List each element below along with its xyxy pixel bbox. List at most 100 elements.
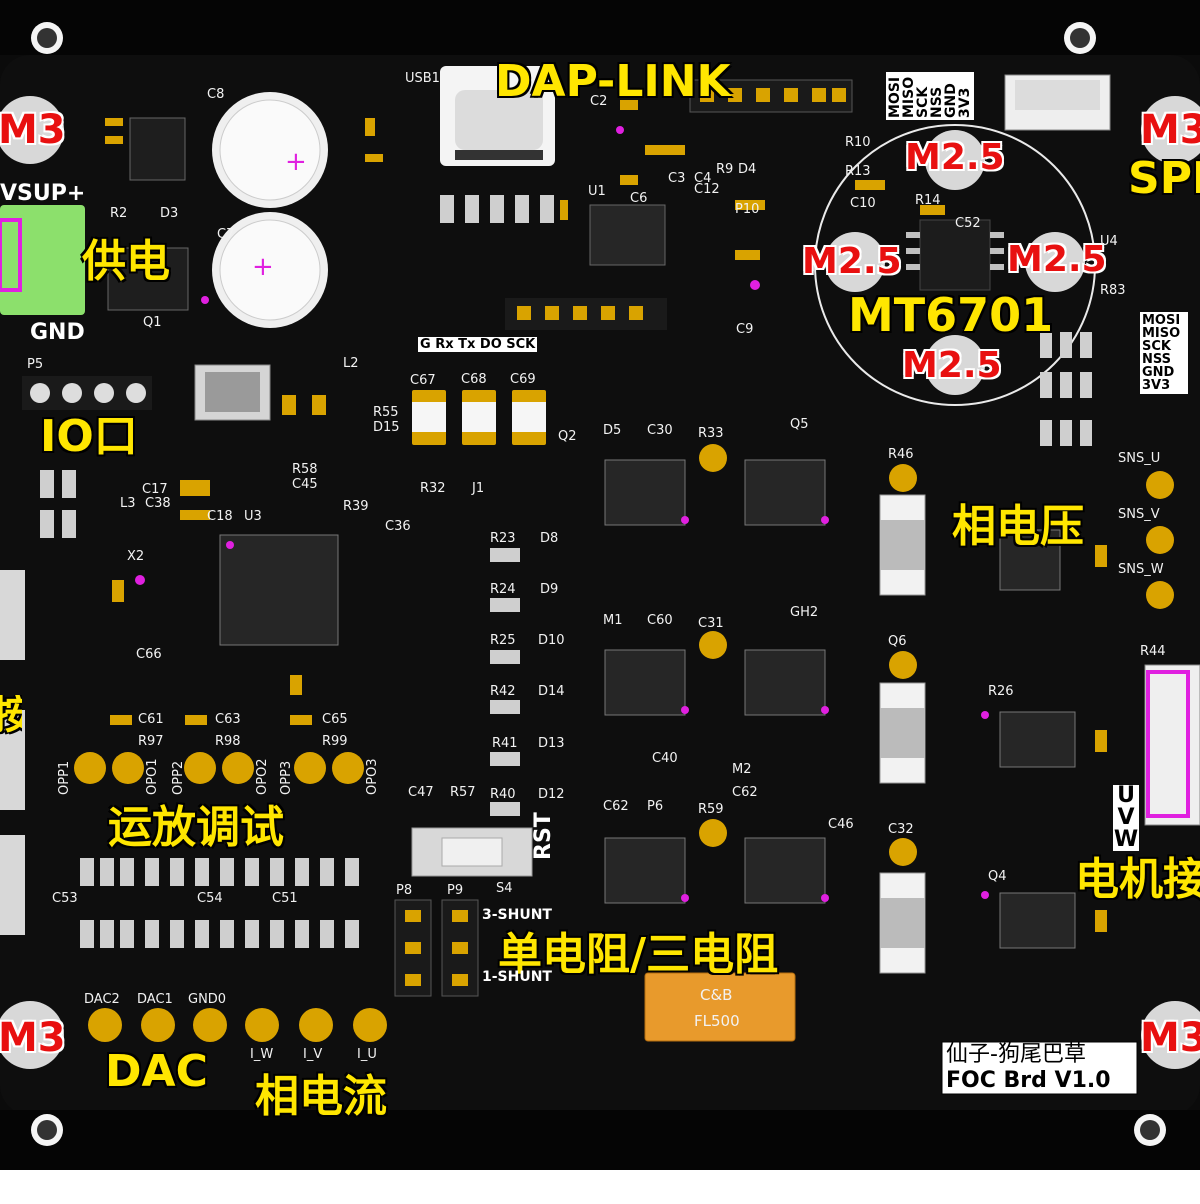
annotation-motor-connector: 电机接 — [1075, 854, 1200, 905]
ref-l2: L2 — [343, 356, 359, 371]
ref-c67: C67 — [410, 373, 436, 388]
silk-spi-r-3v3: 3V3 — [1142, 378, 1171, 393]
ref-c69: C69 — [510, 372, 536, 387]
silk-spi-miso: MISO — [901, 76, 917, 118]
ref-c10: C10 — [850, 196, 876, 211]
ref-c3: C3 — [668, 171, 686, 186]
ref-d15: D15 — [373, 420, 400, 435]
ref-c38: C38 — [145, 496, 171, 511]
silk-spi-r-sck: SCK — [1142, 339, 1171, 354]
label-m3-top-left: M3 — [0, 107, 66, 153]
ref-u3: U3 — [244, 509, 262, 524]
label-m3-bottom-right: M3 — [1140, 1015, 1200, 1061]
ref-u1: U1 — [588, 184, 606, 199]
ref-usb1: USB1 — [405, 71, 440, 86]
ref-m2: R26 — [988, 684, 1014, 699]
io-header — [22, 376, 152, 410]
bulk-capacitor — [644, 972, 796, 1042]
ref-r99: R99 — [322, 734, 348, 749]
silk-opp1: OPP1 — [57, 760, 72, 795]
silk-gnd0: GND0 — [188, 992, 227, 1007]
annotation-dac: DAC — [105, 1046, 208, 1097]
silk-opp3: OPP3 — [279, 760, 294, 795]
ref-j1: J1 — [472, 481, 485, 496]
annotation-shunt-select: 单电阻/三电阻 — [498, 929, 779, 980]
silk-spi-gnd: GND — [943, 83, 959, 118]
ref-r76: U4 — [1100, 234, 1118, 249]
ref-c46: C62 — [732, 785, 758, 800]
ref-gh1: R33 — [698, 426, 724, 441]
ref-c30: D5 — [603, 423, 622, 438]
silk-spi-3v3: 3V3 — [957, 87, 973, 118]
ref-r47: GH2 — [790, 605, 819, 620]
ref-c31: M1 — [603, 613, 623, 628]
ref-r9: R9 — [716, 162, 734, 177]
ref-c18: C18 — [207, 509, 233, 524]
author-name: 仙子-狗尾巴草 — [946, 1042, 1086, 1067]
cap-model: FL500 — [694, 1012, 740, 1030]
silk-opp2: OPP2 — [171, 760, 186, 795]
ref-r24: R24 — [490, 582, 516, 597]
ref-gl2: Q6 — [888, 634, 907, 649]
ref-p9: P9 — [447, 883, 464, 898]
silk-opo2: OPO2 — [255, 758, 270, 795]
ref-d10: D10 — [538, 633, 565, 648]
board-version: FOC Brd V1.0 — [946, 1068, 1111, 1093]
ref-d13: D13 — [538, 736, 565, 751]
annotation-phase-current: 相电流 — [255, 1071, 387, 1122]
ref-s4: S4 — [496, 881, 513, 896]
ref-d12: D12 — [538, 787, 565, 802]
label-m25-left: M2.5 — [802, 241, 902, 282]
ref-r23: R23 — [490, 531, 516, 546]
ref-c32: C62 — [603, 799, 629, 814]
label-m25-bottom: M2.5 — [902, 345, 1002, 386]
ref-c4: C4 — [694, 171, 712, 186]
silk-spi-top-box: MOSI MISO SCK NSS GND 3V3 — [886, 72, 974, 120]
ref-gh3: R59 — [698, 802, 724, 817]
silk-vsup: VSUP+ — [0, 181, 86, 206]
ref-m3: Q4 — [988, 869, 1007, 884]
shunt-jumpers — [394, 899, 479, 997]
silk-spi-r-nss: NSS — [1142, 352, 1172, 367]
ref-c54: C54 — [197, 891, 223, 906]
silk-i-w: I_W — [250, 1047, 274, 1062]
label-m3-bottom-left: M3 — [0, 1015, 66, 1061]
ref-c36: C36 — [385, 519, 411, 534]
ref-r40: R40 — [490, 787, 516, 802]
ref-c12: C12 — [694, 182, 720, 197]
annotation-phase-voltage: 相电压 — [952, 501, 1084, 552]
ref-c65: C65 — [322, 712, 348, 727]
ref-c6: C6 — [630, 191, 648, 206]
ref-p6: R44 — [1140, 644, 1166, 659]
silk-p10-pins: G Rx Tx DO SCK — [418, 337, 538, 352]
annotation-mt6701: MT6701 — [848, 288, 1054, 342]
annotation-buttons: 按键 — [0, 695, 22, 735]
ref-r55: R55 — [373, 405, 399, 420]
ref-l3: L3 — [120, 496, 136, 511]
silk-spi-right-box: MOSI MISO SCK NSS GND 3V3 — [1140, 312, 1188, 394]
ref-d14: D14 — [538, 684, 565, 699]
ref-c63: C63 — [215, 712, 241, 727]
silk-dac2: DAC2 — [84, 992, 120, 1007]
ref-r57: R57 — [450, 785, 476, 800]
ref-q1: Q1 — [143, 315, 162, 330]
svg-text:+: + — [252, 252, 274, 282]
opamp-test-pads — [74, 752, 364, 784]
ref-r84: R83 — [1100, 283, 1126, 298]
ref-c47: C47 — [408, 785, 434, 800]
cap-brand: C&B — [700, 986, 733, 1004]
annotation-io: IO口 — [40, 411, 138, 462]
ref-c68: C68 — [461, 372, 487, 387]
silk-sns-u: SNS_U — [1118, 451, 1161, 466]
ref-c52: R14 — [915, 193, 941, 208]
ref-r35: P6 — [647, 799, 664, 814]
ref-gl1: R46 — [888, 447, 914, 462]
silk-uvw: UVW — [1113, 783, 1139, 852]
ref-p5: P5 — [27, 357, 44, 372]
power-connector — [0, 205, 85, 315]
ref-x2: X2 — [127, 549, 145, 564]
annotation-power: 供电 — [82, 236, 170, 287]
mcu-u3 — [219, 534, 339, 646]
ref-c51: C51 — [272, 891, 298, 906]
ref-r13: R13 — [845, 164, 871, 179]
